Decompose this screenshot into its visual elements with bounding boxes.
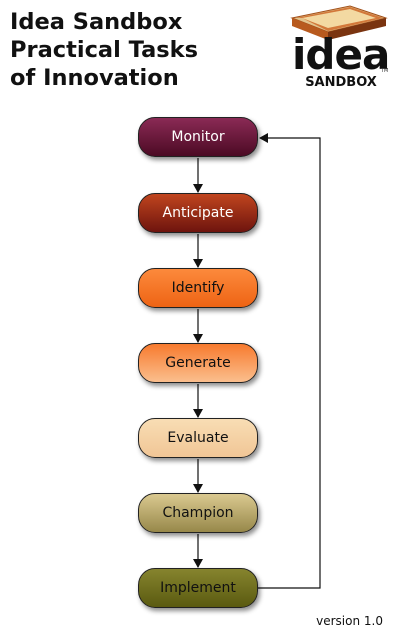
step-implement: Implement: [138, 568, 258, 608]
step-anticipate: Anticipate: [138, 193, 258, 233]
step-label: Monitor: [171, 129, 225, 145]
title-line-1: Idea Sandbox: [10, 9, 183, 35]
step-label: Champion: [162, 505, 234, 521]
sandbox-icon: [290, 5, 388, 40]
loop-back-arrow: [258, 133, 321, 589]
step-monitor: Monitor: [138, 117, 258, 157]
step-label: Implement: [160, 580, 236, 596]
step-champion: Champion: [138, 493, 258, 533]
step-label: Generate: [165, 355, 231, 371]
title-line-3: of Innovation: [10, 65, 179, 91]
title-line-2: Practical Tasks: [10, 37, 199, 63]
step-label: Evaluate: [167, 430, 229, 446]
logo-subword: SANDBOX: [305, 75, 377, 90]
step-label: Anticipate: [162, 205, 234, 221]
step-evaluate: Evaluate: [138, 418, 258, 458]
logo-word: idea: [292, 30, 390, 79]
version-label: version 1.0: [316, 614, 383, 628]
step-identify: Identify: [138, 268, 258, 308]
logo-trademark: TM: [381, 68, 389, 74]
step-generate: Generate: [138, 343, 258, 383]
idea-sandbox-logo: idea SANDBOX TM: [288, 4, 390, 96]
step-label: Identify: [171, 280, 225, 296]
page-title: Idea Sandbox Practical Tasks of Innovati…: [10, 8, 250, 92]
